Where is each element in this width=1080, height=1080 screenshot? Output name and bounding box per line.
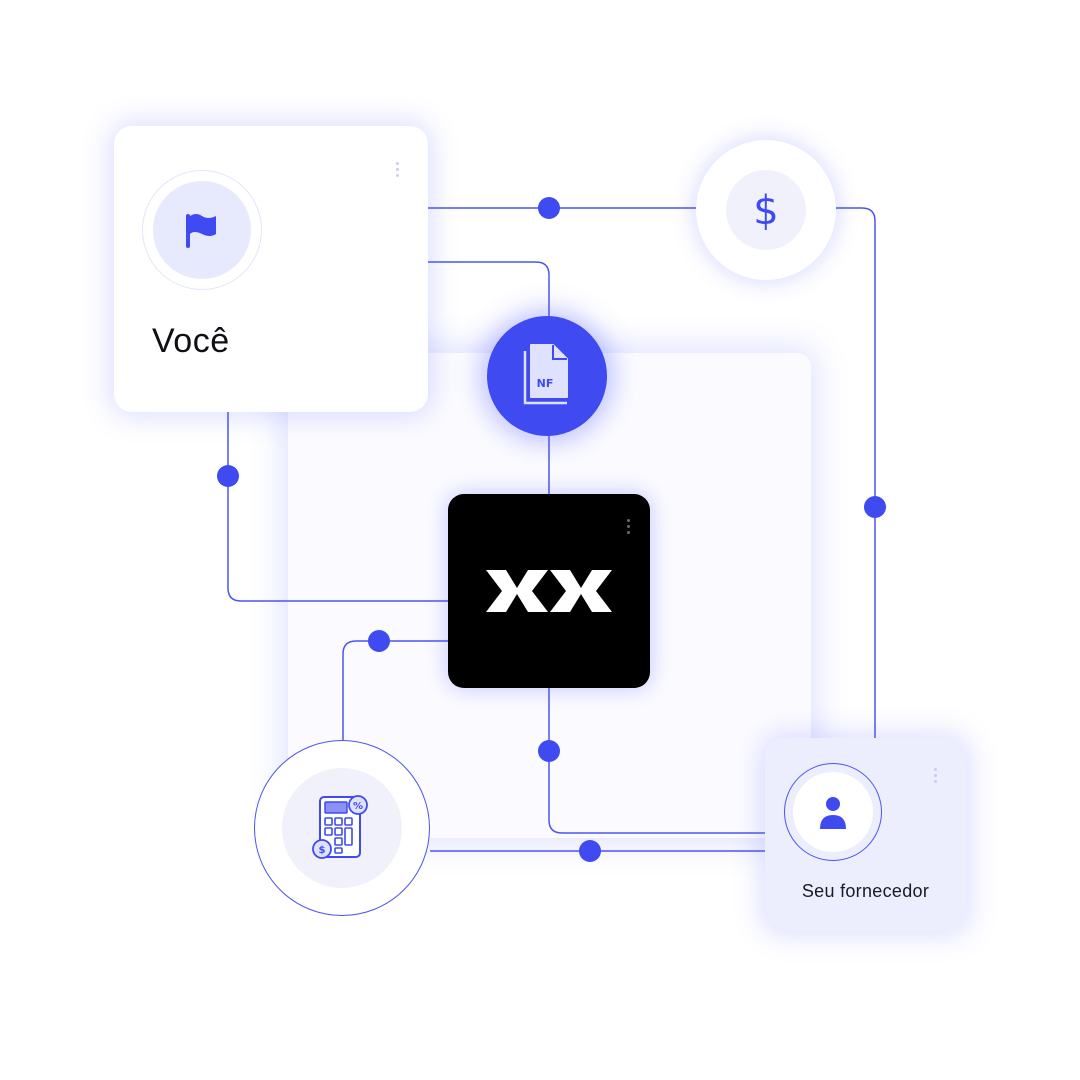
- person-icon: [820, 797, 846, 829]
- more-options-icon[interactable]: [396, 162, 400, 177]
- connector-dot: [538, 197, 560, 219]
- connector-dollar-to-supplier: [836, 207, 876, 738]
- connector-dot: [864, 496, 886, 518]
- calculator-dollar-symbol: $: [319, 845, 326, 856]
- supplier-label: Seu fornecedor: [801, 881, 930, 901]
- you-avatar: [142, 170, 262, 290]
- you-label: Você: [152, 322, 230, 360]
- nf-badge: NF: [537, 377, 554, 390]
- xx-logo-icon: [486, 570, 612, 612]
- connector-you-to-center: [227, 412, 448, 602]
- invoice-document-icon: NF: [523, 344, 568, 405]
- tax-calculator-node[interactable]: % $: [254, 740, 430, 916]
- dollar-symbol: $: [753, 188, 778, 234]
- invoice-node[interactable]: NF: [487, 316, 607, 436]
- payment-node[interactable]: $: [696, 140, 836, 280]
- more-options-icon[interactable]: [934, 768, 938, 783]
- connector-dot: [368, 630, 390, 652]
- connector-dot: [538, 740, 560, 762]
- you-card[interactable]: Você: [114, 126, 428, 412]
- calculator-icon: % $: [312, 795, 368, 859]
- connector-center-to-supplier: [548, 688, 765, 834]
- dollar-icon: $: [753, 188, 778, 234]
- supplier-avatar: [784, 763, 882, 861]
- platform-logo: [486, 566, 612, 616]
- percent-symbol: %: [353, 801, 363, 812]
- connector-dot: [579, 840, 601, 862]
- connector-you-to-nf: [428, 261, 550, 316]
- more-options-icon[interactable]: [627, 519, 631, 534]
- connector-dot: [217, 465, 239, 487]
- connector-center-to-calculator: [342, 640, 448, 740]
- flag-icon: [186, 214, 216, 248]
- supplier-card[interactable]: Seu fornecedor: [765, 738, 966, 931]
- platform-card[interactable]: [448, 494, 650, 688]
